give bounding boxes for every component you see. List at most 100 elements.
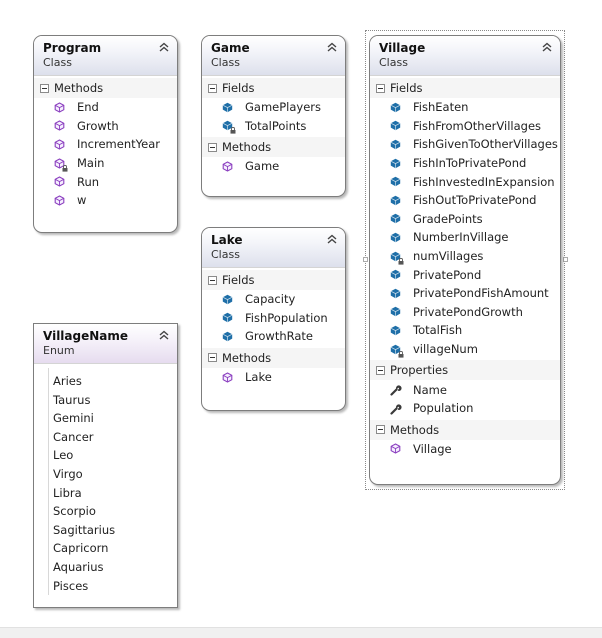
enum-value[interactable]: Taurus (53, 392, 91, 407)
collapse-chevron-icon[interactable] (159, 42, 169, 52)
member-row[interactable]: End (34, 98, 177, 117)
collapse-chevron-icon[interactable] (542, 42, 552, 52)
field-icon (222, 312, 233, 323)
member-name: Population (413, 401, 474, 416)
member-row[interactable]: GradePoints (370, 210, 560, 229)
enum-value[interactable]: Scorpio (53, 504, 96, 519)
member-row[interactable]: FishOutToPrivatePond (370, 191, 560, 210)
member-row[interactable]: Lake (202, 368, 345, 387)
class-header[interactable]: Village Class (370, 36, 560, 76)
enum-value[interactable]: Libra (53, 485, 82, 500)
collapse-toggle-icon[interactable] (208, 275, 217, 285)
enum-value[interactable]: Cancer (53, 429, 94, 444)
collapse-chevron-icon[interactable] (327, 234, 337, 244)
member-row[interactable]: FishEaten (370, 98, 560, 117)
member-row[interactable]: TotalFish (370, 321, 560, 340)
member-row[interactable]: FishPopulation (202, 309, 345, 328)
field-icon (390, 158, 401, 169)
enum-value[interactable]: Virgo (53, 466, 83, 481)
member-row[interactable]: PrivatePondGrowth (370, 303, 560, 322)
member-name: FishGivenToOtherVillages (413, 137, 558, 152)
member-row[interactable]: FishInToPrivatePond (370, 154, 560, 173)
collapse-toggle-icon[interactable] (376, 83, 385, 93)
method-icon (54, 120, 65, 132)
member-name: Growth (77, 118, 119, 133)
member-row[interactable]: w (34, 191, 177, 210)
enum-value[interactable]: Capricorn (53, 541, 109, 556)
class-header[interactable]: Lake Class (202, 228, 345, 268)
member-row[interactable]: PrivatePondFishAmount (370, 284, 560, 303)
section-properties[interactable]: Properties (370, 360, 560, 381)
lock-icon (230, 127, 236, 134)
method-icon (54, 195, 65, 206)
collapse-toggle-icon[interactable] (208, 353, 217, 363)
member-row[interactable]: GrowthRate (202, 327, 345, 346)
resize-handle-left[interactable] (363, 257, 368, 262)
member-row[interactable]: Name (370, 380, 560, 399)
class-header[interactable]: Game Class (202, 36, 345, 76)
member-row[interactable]: Village (370, 440, 560, 459)
member-row[interactable]: Capacity (202, 290, 345, 309)
member-row[interactable]: NumberInVillage (370, 228, 560, 247)
member-row[interactable]: FishFromOtherVillages (370, 117, 560, 136)
member-row[interactable]: PrivatePond (370, 265, 560, 284)
section-methods[interactable]: Methods (202, 137, 345, 158)
member-row[interactable]: Growth (34, 117, 177, 136)
member-name: Village (413, 441, 452, 456)
collapse-toggle-icon[interactable] (40, 83, 49, 93)
field-icon (390, 102, 401, 113)
enum-header[interactable]: VillageName Enum (34, 324, 177, 364)
wrench-icon (390, 384, 402, 396)
member-row[interactable]: Run (34, 172, 177, 191)
section-methods[interactable]: Methods (34, 78, 177, 98)
enum-value[interactable]: Sagittarius (53, 522, 116, 537)
resize-handle-right[interactable] (563, 257, 568, 262)
class-header[interactable]: Program Class (34, 36, 177, 76)
section-label: Properties (390, 363, 449, 378)
collapse-toggle-icon[interactable] (376, 425, 385, 434)
member-row[interactable]: numVillages (370, 247, 560, 266)
member-row[interactable]: villageNum (370, 340, 560, 359)
enum-value[interactable]: Leo (53, 448, 74, 463)
collapse-chevron-icon[interactable] (327, 42, 337, 52)
class-kind: Class (211, 248, 240, 261)
field-icon (222, 331, 233, 342)
section-methods[interactable]: Methods (370, 419, 560, 440)
member-row[interactable]: IncrementYear (34, 135, 177, 154)
collapse-toggle-icon[interactable] (208, 142, 217, 152)
collapse-chevron-icon[interactable] (159, 330, 169, 340)
member-name: GamePlayers (245, 100, 322, 115)
enum-value[interactable]: Aquarius (53, 559, 104, 574)
method-icon (54, 139, 65, 150)
member-row[interactable]: TotalPoints (202, 117, 345, 136)
section-fields[interactable]: Fields (202, 78, 345, 98)
enum-value[interactable]: Pisces (53, 578, 89, 593)
field-icon (390, 344, 404, 358)
field-icon (390, 232, 401, 243)
member-row[interactable]: FishGivenToOtherVillages (370, 135, 560, 154)
member-name: PrivatePondFishAmount (413, 286, 549, 301)
member-row[interactable]: Game (202, 157, 345, 176)
section-label: Fields (390, 81, 423, 95)
member-row[interactable]: FishInvestedInExpansion (370, 172, 560, 191)
field-icon (390, 325, 401, 336)
enum-value[interactable]: Aries (53, 374, 82, 388)
member-row[interactable]: Population (370, 399, 560, 418)
collapse-toggle-icon[interactable] (376, 365, 385, 375)
collapse-toggle-icon[interactable] (208, 83, 217, 93)
member-row[interactable]: GamePlayers (202, 98, 345, 117)
enum-value[interactable]: Gemini (53, 411, 94, 426)
section-fields[interactable]: Fields (370, 78, 560, 98)
section-fields[interactable]: Fields (202, 270, 345, 290)
section-methods[interactable]: Methods (202, 347, 345, 368)
member-name: FishPopulation (245, 310, 328, 325)
member-name: w (77, 193, 87, 208)
member-row[interactable]: Main (34, 154, 177, 173)
